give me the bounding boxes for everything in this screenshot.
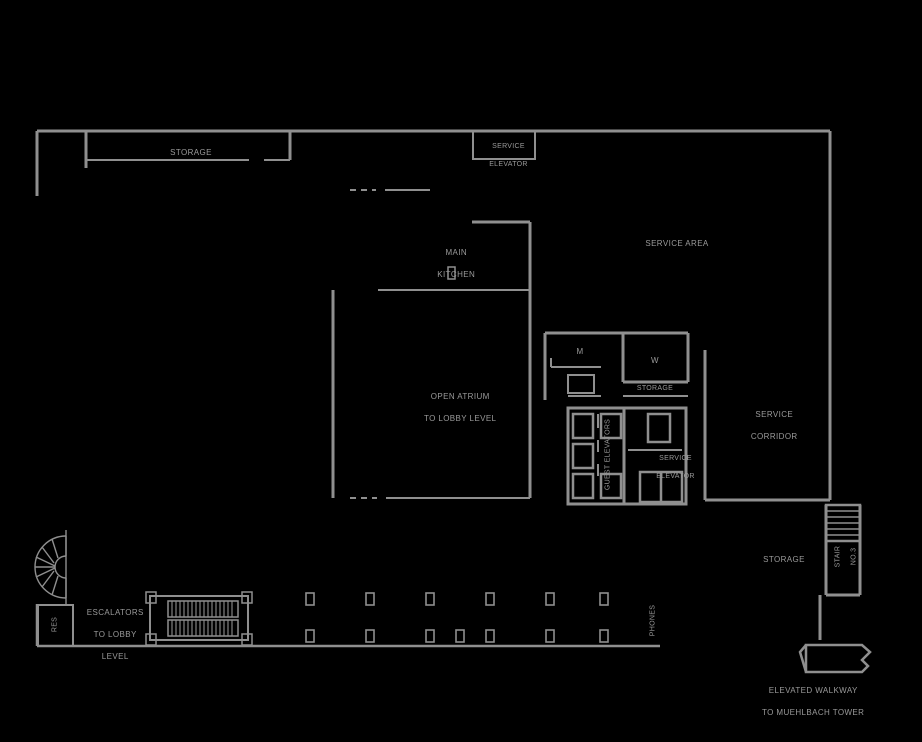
service-elevator-north-line2: ELEVATOR	[489, 161, 528, 168]
exterior-walls	[35, 129, 832, 500]
service-corridor-line1: SERVICE	[755, 410, 794, 419]
column-grid-upper	[305, 592, 609, 606]
escalator-corner-posts	[145, 591, 253, 646]
guest-elevator-cabs-right	[599, 412, 623, 500]
column-grid-lower	[305, 629, 609, 643]
escalators-line3: LEVEL	[101, 652, 129, 661]
restroom-block-walls	[543, 331, 690, 400]
label-storage-south: STORAGE	[763, 555, 805, 564]
escalators-line2: TO LOBBY	[93, 630, 137, 639]
label-phones: PHONES	[649, 604, 657, 637]
escalator-steps	[171, 601, 233, 636]
stair-no-3-treads	[826, 510, 860, 536]
label-service-area: SERVICE AREA	[645, 239, 709, 248]
elevator-core-outline	[566, 406, 688, 506]
guest-elevator-cabs-left	[571, 412, 595, 500]
label-escalators: ESCALATORS TO LOBBY LEVEL	[72, 596, 148, 673]
label-service-elevator-north: SERVICE ELEVATOR	[473, 133, 535, 178]
label-elevated-walkway: ELEVATED WALKWAY TO MUEHLBACH TOWER	[734, 674, 882, 729]
main-kitchen-line2: KITCHEN	[437, 270, 476, 279]
label-stair-no-3-b: NO.3	[850, 547, 858, 566]
label-open-atrium: OPEN ATRIUM TO LOBBY LEVEL	[390, 380, 520, 435]
label-service-corridor: SERVICE CORRIDOR	[733, 398, 805, 453]
label-stair-no-3-a: STAIR	[834, 545, 842, 568]
label-storage-north: STORAGE	[170, 148, 212, 157]
escalator-runs	[167, 600, 239, 637]
res-box	[37, 604, 74, 647]
label-storage-restroom: STORAGE	[636, 385, 674, 392]
service-elevator-north-box	[472, 130, 536, 160]
storage-north-walls	[84, 131, 292, 168]
main-kitchen-line1: MAIN	[445, 248, 468, 257]
label-service-elevator-core: SERVICE ELEVATOR	[638, 445, 704, 490]
stair-no-3-shaft-walls	[824, 505, 862, 597]
walkway-line2: TO MUEHLBACH TOWER	[762, 708, 865, 717]
service-elevator-core-cabs	[638, 412, 684, 504]
escalators-line1: ESCALATORS	[86, 608, 144, 617]
label-guest-elevators: GUEST ELEVATORS	[604, 418, 612, 491]
main-kitchen-walls	[472, 220, 532, 330]
open-atrium-line2: TO LOBBY LEVEL	[423, 414, 497, 423]
service-corridor-walls	[703, 350, 830, 502]
label-main-kitchen: MAIN KITCHEN	[411, 236, 491, 291]
service-corridor-line2: CORRIDOR	[750, 432, 798, 441]
walkway-line1: ELEVATED WALKWAY	[768, 686, 858, 695]
label-mens-restroom: M	[576, 347, 584, 356]
service-elevator-core-line2: ELEVATOR	[656, 473, 695, 480]
service-elevator-north-line1: SERVICE	[492, 143, 525, 150]
escalator-outer-frame	[149, 595, 249, 641]
service-elevator-core-line1: SERVICE	[659, 455, 692, 462]
open-atrium-line1: OPEN ATRIUM	[430, 392, 490, 401]
main-kitchen-door	[447, 266, 456, 280]
spiral-stair	[34, 530, 67, 604]
elevated-walkway-shape	[798, 643, 872, 674]
restroom-partitions	[550, 358, 688, 397]
label-womens-restroom: W	[651, 356, 659, 365]
label-reservations: RES	[51, 616, 59, 633]
